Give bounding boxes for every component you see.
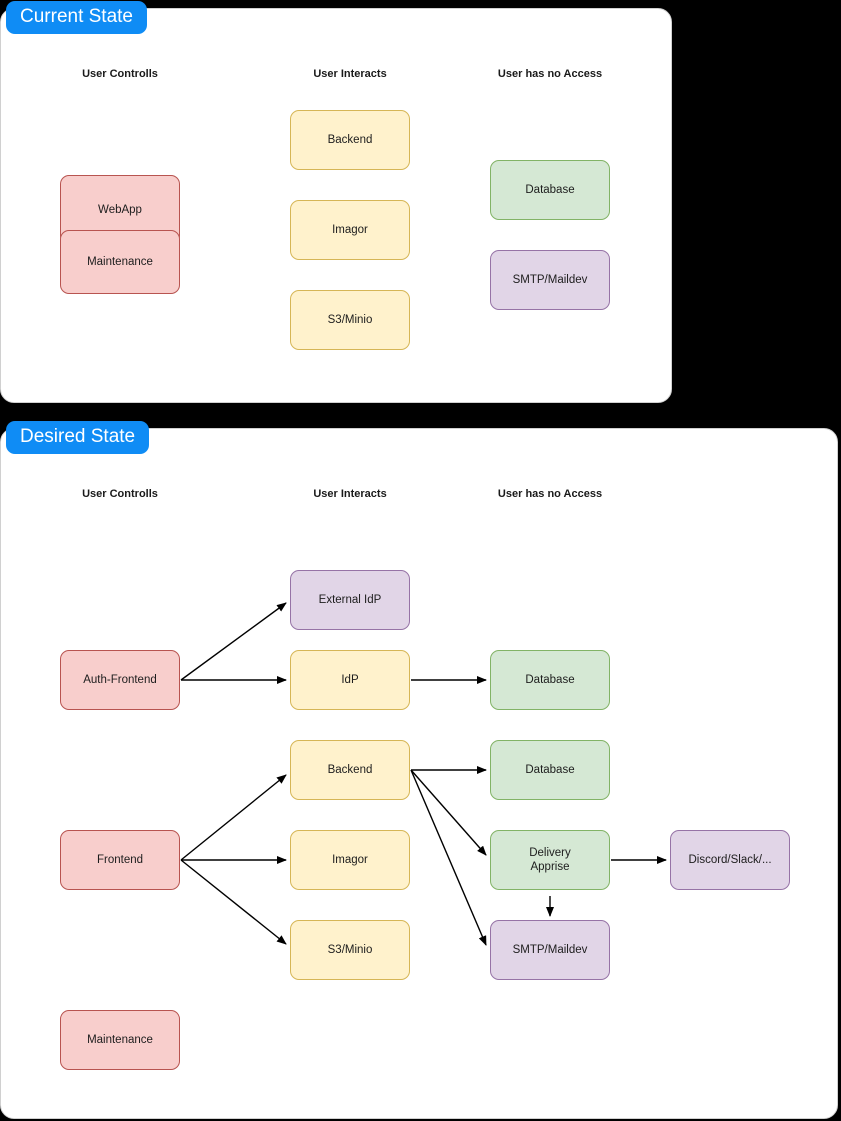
node-label: Database	[525, 674, 575, 686]
node-label: S3/Minio	[327, 944, 373, 956]
node-database[interactable]: Database	[490, 160, 610, 220]
node-idp[interactable]: IdP	[290, 650, 410, 710]
node-label: SMTP/Maildev	[512, 274, 588, 286]
node-label: Auth-Frontend	[83, 674, 157, 686]
desired-state-column-header-1: User Interacts	[313, 488, 387, 500]
node-external-idp[interactable]: External IdP	[290, 570, 410, 630]
node-auth-frontend[interactable]: Auth-Frontend	[60, 650, 180, 710]
node-label: S3/Minio	[327, 314, 373, 326]
node-label: Database	[525, 764, 575, 776]
node-label: Database	[525, 184, 575, 196]
node-label: Imagor	[332, 854, 368, 866]
current-state-column-header-0: User Controlls	[82, 68, 158, 80]
node-database-idp[interactable]: Database	[490, 650, 610, 710]
node-label: Delivery Apprise	[529, 847, 571, 873]
node-label: Backend	[327, 764, 373, 776]
current-state-column-header-1: User Interacts	[313, 68, 387, 80]
node-maintenance[interactable]: Maintenance	[60, 230, 180, 294]
node-smtp-maildev-desired[interactable]: SMTP/Maildev	[490, 920, 610, 980]
node-frontend[interactable]: Frontend	[60, 830, 180, 890]
node-label: SMTP/Maildev	[512, 944, 588, 956]
node-label: Frontend	[96, 854, 144, 866]
node-database-backend[interactable]: Database	[490, 740, 610, 800]
node-imagor-desired[interactable]: Imagor	[290, 830, 410, 890]
desired-state-column-header-0: User Controlls	[82, 488, 158, 500]
node-label: Imagor	[332, 224, 368, 236]
node-smtp-maildev[interactable]: SMTP/Maildev	[490, 250, 610, 310]
node-backend-desired[interactable]: Backend	[290, 740, 410, 800]
node-label: Discord/Slack/...	[688, 854, 772, 866]
node-delivery-apprise[interactable]: Delivery Apprise	[490, 830, 610, 890]
node-label: IdP	[341, 674, 359, 686]
node-s3-minio[interactable]: S3/Minio	[290, 290, 410, 350]
node-label: Maintenance	[87, 256, 153, 268]
node-imagor[interactable]: Imagor	[290, 200, 410, 260]
node-label: Backend	[327, 134, 373, 146]
node-discord-slack[interactable]: Discord/Slack/...	[670, 830, 790, 890]
node-label: External IdP	[318, 594, 382, 606]
desired-state-column-header-2: User has no Access	[497, 488, 603, 500]
current-state-tab[interactable]: Current State	[6, 1, 147, 34]
node-label: Maintenance	[87, 1034, 153, 1046]
node-backend[interactable]: Backend	[290, 110, 410, 170]
node-label: WebApp	[98, 204, 142, 216]
node-maintenance-desired[interactable]: Maintenance	[60, 1010, 180, 1070]
desired-state-tab[interactable]: Desired State	[6, 421, 150, 454]
node-s3-minio-desired[interactable]: S3/Minio	[290, 920, 410, 980]
current-state-column-header-2: User has no Access	[497, 68, 603, 80]
